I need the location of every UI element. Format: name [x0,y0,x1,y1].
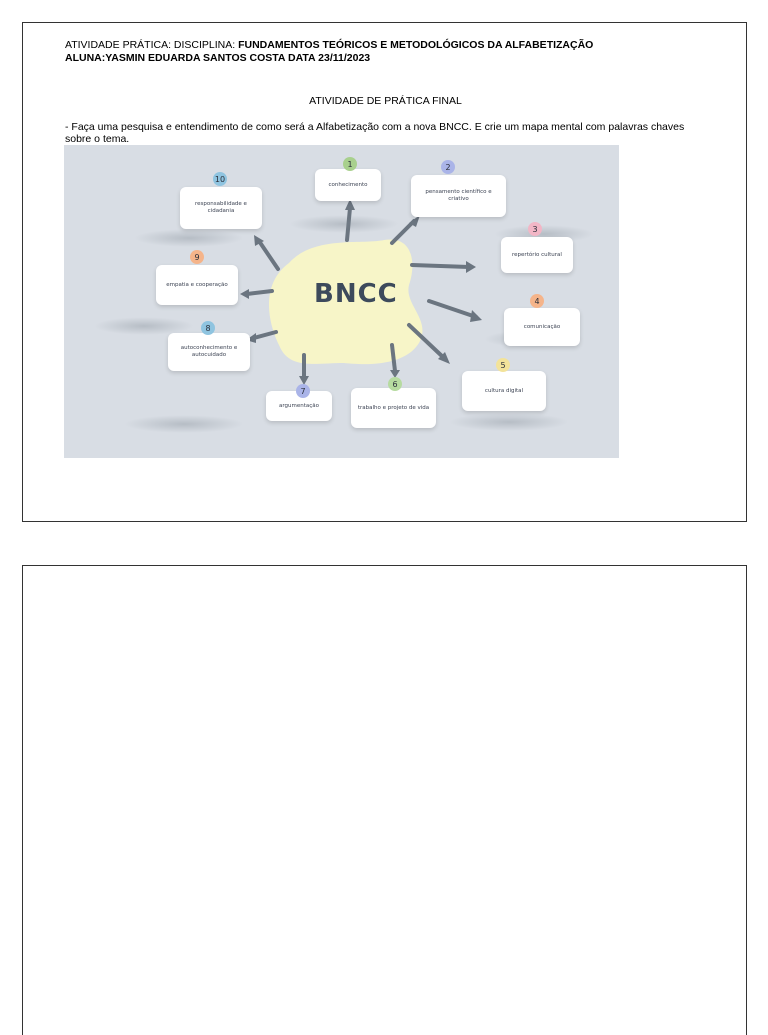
node-label: empatia e cooperação [166,281,228,288]
node-label: autoconhecimento e autocuidado [180,345,238,358]
mind-map-center-label: BNCC [314,279,398,309]
node-badge-3: 3 [528,222,542,236]
document-page-1: ATIVIDADE PRÁTICA: DISCIPLINA: FUNDAMENT… [22,22,747,522]
node-label: cultura digital [484,387,524,394]
node-label: argumentação [278,402,320,409]
node-label: responsabilidade e cidadania [195,201,247,214]
mind-map-graphics [240,199,482,385]
node-label: pensamento científico e criativo [425,189,492,202]
node-card-9: empatia e cooperação [156,265,238,305]
node-card-2: pensamento científico e criativo [411,175,506,217]
node-card-1: conhecimento [315,169,381,201]
node-badge-6: 6 [388,377,402,391]
mind-map-image: BNCC conhecimento 1 pensamento científic… [64,145,619,458]
node-badge-2: 2 [441,160,455,174]
card-shadow [449,413,569,431]
document-page-2 [22,565,747,1035]
node-card-10: responsabilidade e cidadania [180,187,262,229]
card-shadow [124,415,244,433]
node-badge-1: 1 [343,157,357,171]
header-student-line: ALUNA:YASMIN EDUARDA SANTOS COSTA DATA 2… [65,52,371,64]
node-badge-4: 4 [530,294,544,308]
node-card-5: cultura digital [462,371,546,411]
header-discipline-line: ATIVIDADE PRÁTICA: DISCIPLINA: FUNDAMENT… [65,39,593,52]
header-discipline-name: FUNDAMENTOS TEÓRICOS E METODOLÓGICOS DA … [238,39,594,51]
bncc-blob [269,239,423,365]
card-shadow [289,215,399,233]
header-prefix: ATIVIDADE PRÁTICA: DISCIPLINA: [65,39,239,51]
node-badge-5: 5 [496,358,510,372]
instruction-text: - Faça uma pesquisa e entendimento de co… [65,121,685,145]
connector-arrows [245,206,478,379]
node-card-3: repertório cultural [501,237,573,273]
node-card-6: trabalho e projeto de vida [351,388,436,428]
node-label: trabalho e projeto de vida [357,404,430,411]
node-card-8: autoconhecimento e autocuidado [168,333,250,371]
node-badge-7: 7 [296,384,310,398]
node-label: comunicação [523,323,561,330]
node-badge-10: 10 [213,172,227,186]
node-label: repertório cultural [512,251,562,258]
node-card-4: comunicação [504,308,580,346]
node-label: conhecimento [328,181,368,188]
node-badge-9: 9 [190,250,204,264]
activity-title: ATIVIDADE DE PRÁTICA FINAL [309,95,462,107]
arrow-heads [240,199,482,385]
card-shadow [134,229,244,247]
card-shadow [94,317,194,335]
node-badge-8: 8 [201,321,215,335]
